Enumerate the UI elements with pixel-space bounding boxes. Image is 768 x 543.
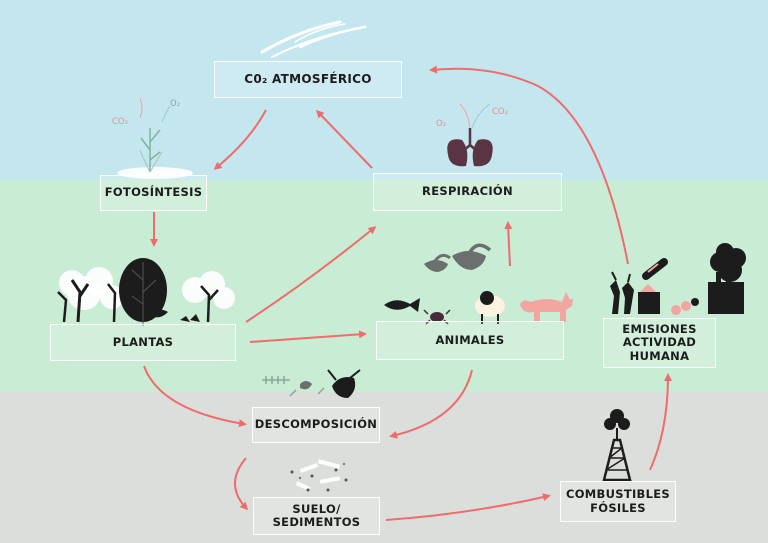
- node-co2-atmosferico: C0₂ ATMOSFÉRICO: [214, 61, 402, 98]
- node-respiracion-label: RESPIRACIÓN: [422, 184, 513, 199]
- node-combustibles-label: COMBUSTIBLES FÓSILES: [565, 487, 670, 515]
- oil-derrick-icon: [602, 409, 632, 482]
- arrow-respiracion-to-co2: [315, 109, 373, 169]
- arrow-plantas-to-respiracion: [245, 226, 377, 323]
- arrow-plantas-to-descomposicion: [143, 365, 247, 428]
- resp-co2-label: CO₂: [492, 107, 508, 117]
- arrow-emisiones-to-co2: [429, 65, 629, 265]
- node-suelo-label: SUELO/ SEDIMENTOS: [272, 501, 361, 529]
- node-animales-label: ANIMALES: [435, 332, 505, 347]
- arrow-combustibles-to-emisiones: [649, 373, 672, 471]
- arrow-animales-to-descomposicion: [389, 369, 473, 439]
- soil-particles-icon: [290, 459, 348, 492]
- node-suelo: SUELO/ SEDIMENTOS: [253, 497, 380, 535]
- node-fotosintesis: FOTOSÍNTESIS: [100, 175, 207, 211]
- node-emisiones: EMISIONES ACTIVIDAD HUMANA: [603, 318, 716, 368]
- node-descomposicion: DESCOMPOSICIÓN: [252, 407, 380, 443]
- node-combustibles: COMBUSTIBLES FÓSILES: [560, 481, 676, 522]
- remains-icon: [262, 369, 361, 398]
- seedling-icon: [117, 97, 193, 179]
- arrow-descomposicion-to-suelo: [234, 457, 249, 511]
- node-plantas-label: PLANTAS: [112, 334, 174, 349]
- fox-icon: [520, 292, 573, 322]
- arrow-co2-to-fotosintesis: [213, 109, 267, 170]
- atmosphere-band: [0, 0, 768, 180]
- crab-icon: [423, 309, 451, 325]
- lungs-icon: [447, 103, 493, 167]
- clouds-icon: [260, 20, 367, 58]
- ground-band: [0, 392, 768, 543]
- resp-o2-label: O₂: [436, 119, 446, 129]
- fish-icon: [384, 298, 420, 312]
- node-co2-atmosferico-label: C0₂ ATMOSFÉRICO: [244, 71, 372, 86]
- photo-o2-label: O₂: [170, 99, 180, 109]
- photo-co2-label: CO₂: [112, 117, 128, 127]
- node-emisiones-label: EMISIONES ACTIVIDAD HUMANA: [622, 322, 697, 363]
- factory-icon: [610, 243, 746, 315]
- node-descomposicion-label: DESCOMPOSICIÓN: [254, 417, 378, 432]
- node-respiracion: RESPIRACIÓN: [373, 173, 562, 211]
- arrow-animales-to-respiracion: [504, 221, 513, 267]
- birds-icon: [424, 243, 492, 272]
- node-plantas: PLANTAS: [50, 324, 236, 361]
- sheep-icon: [475, 291, 505, 324]
- trees-icon: [57, 258, 235, 326]
- node-animales: ANIMALES: [376, 321, 564, 360]
- node-fotosintesis-label: FOTOSÍNTESIS: [104, 185, 203, 200]
- arrow-plantas-to-animales: [249, 330, 367, 343]
- arrow-suelo-to-combustibles: [385, 493, 551, 521]
